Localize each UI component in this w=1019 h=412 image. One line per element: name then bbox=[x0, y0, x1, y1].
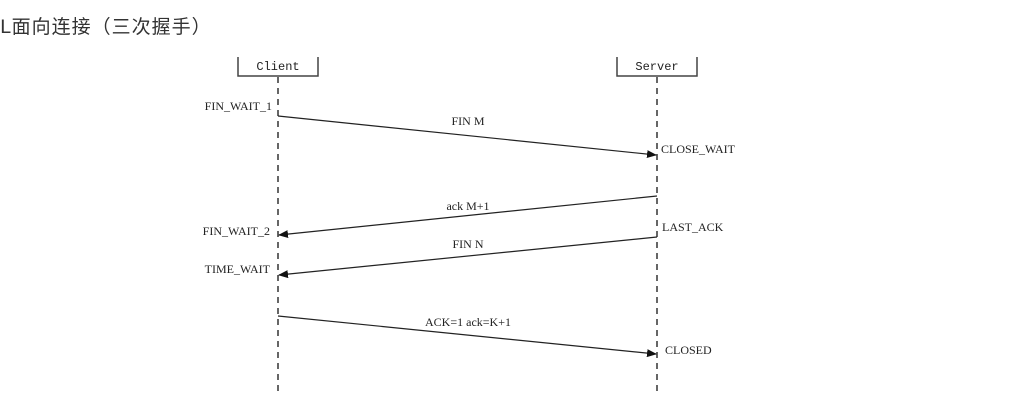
client-state: FIN_WAIT_1 bbox=[205, 99, 272, 113]
client-state: FIN_WAIT_2 bbox=[203, 224, 270, 238]
client-label: Client bbox=[256, 60, 299, 74]
message-arrow-fin-n bbox=[278, 236, 658, 279]
server-box: Server bbox=[616, 57, 698, 77]
server-state: LAST_ACK bbox=[662, 220, 724, 234]
message-arrow-ack-final bbox=[277, 315, 657, 358]
section-heading: L面向连接（三次握手） bbox=[0, 16, 212, 38]
client-state: TIME_WAIT bbox=[205, 262, 271, 276]
message-label: FIN M bbox=[451, 114, 484, 128]
message-label: FIN N bbox=[452, 237, 483, 251]
message-arrow-ack-m1 bbox=[278, 195, 658, 239]
server-label: Server bbox=[635, 60, 678, 74]
message-label: ACK=1 ack=K+1 bbox=[425, 315, 511, 329]
server-state: CLOSE_WAIT bbox=[661, 142, 736, 156]
message-arrow-fin-m bbox=[277, 115, 657, 159]
server-state: CLOSED bbox=[665, 343, 712, 357]
message-label: ack M+1 bbox=[446, 199, 489, 213]
client-box: Client bbox=[237, 57, 319, 77]
